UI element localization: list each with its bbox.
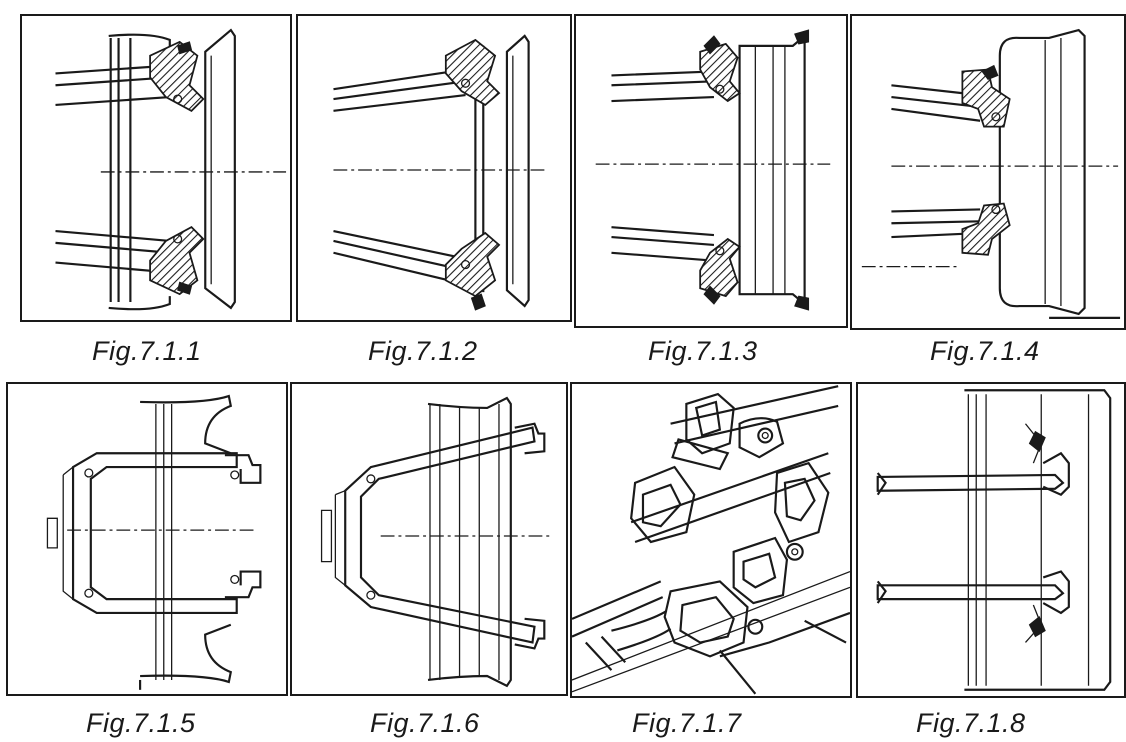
figure-7-1-5-drawing [46, 394, 262, 690]
figure-7-1-1-drawing [55, 28, 287, 311]
figure-7-1-2-caption: Fig.7.1.2 [368, 336, 478, 366]
figure-7-1-3-drawing [595, 29, 831, 311]
figure-7-1-6-drawing [320, 396, 551, 688]
figure-7-1-3-panel [574, 14, 848, 328]
figure-7-1-5-panel [6, 382, 288, 696]
figure-7-1-4-panel [850, 14, 1126, 330]
figure-7-1-7-drawing [572, 385, 850, 695]
figure-7-1-2-drawing [333, 34, 547, 311]
figure-7-1-2-panel [296, 14, 572, 322]
figure-7-1-1-panel [20, 14, 292, 322]
figure-7-1-8-caption: Fig.7.1.8 [916, 708, 1026, 738]
figure-7-1-6-caption: Fig.7.1.6 [370, 708, 480, 738]
figure-7-1-3-caption: Fig.7.1.3 [648, 336, 758, 366]
figure-7-1-8-drawing [876, 389, 1112, 691]
figure-7-1-4-caption: Fig.7.1.4 [930, 336, 1040, 366]
figure-7-1-4-drawing [861, 28, 1121, 319]
figure-7-1-6-panel [290, 382, 568, 696]
figure-7-1-8-panel [856, 382, 1126, 698]
figure-7-1-7-panel [570, 382, 852, 698]
figure-7-1-7-caption: Fig.7.1.7 [632, 708, 742, 738]
figure-7-1-1-caption: Fig.7.1.1 [92, 336, 202, 366]
figure-7-1-5-caption: Fig.7.1.5 [86, 708, 196, 738]
